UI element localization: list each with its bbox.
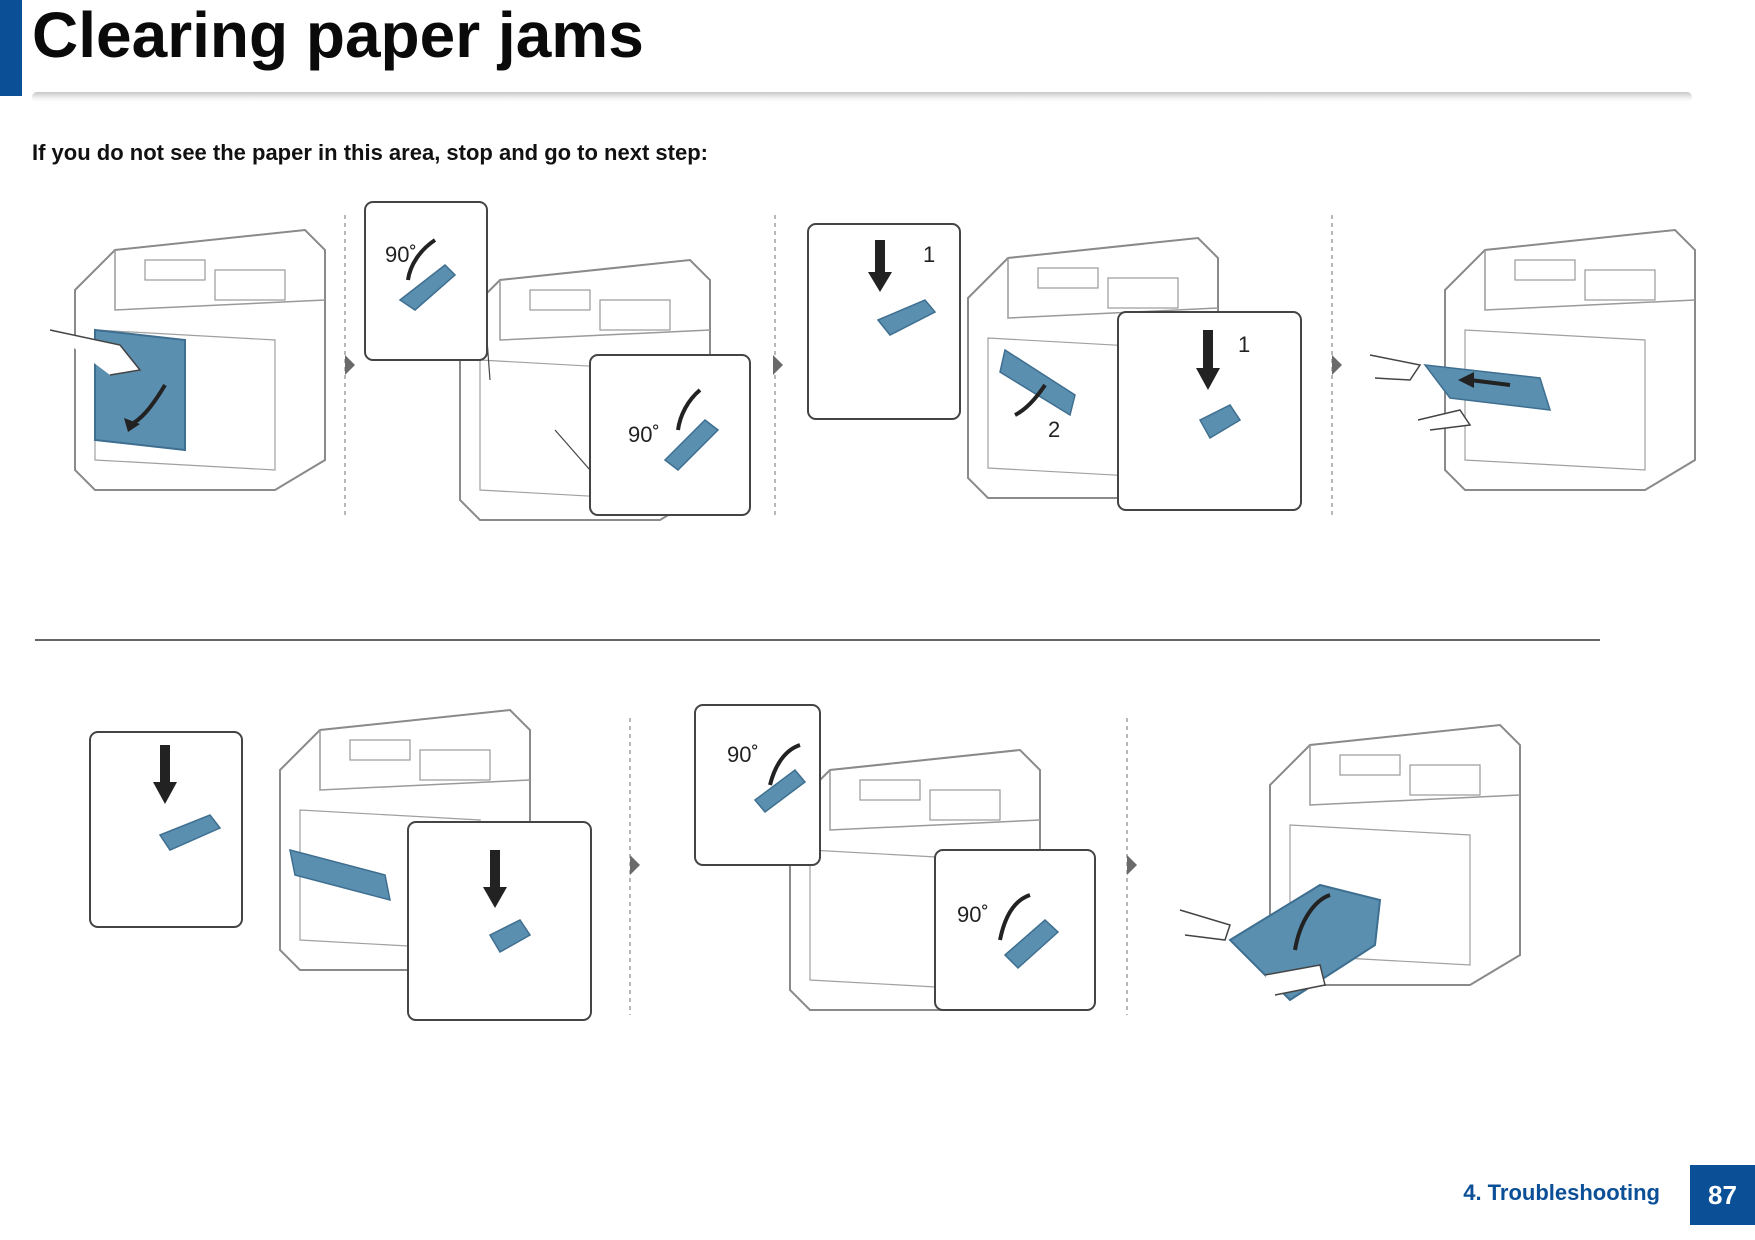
angle-label: 90˚ bbox=[957, 902, 989, 927]
illustration-raise-fuser-levers bbox=[694, 704, 1096, 1011]
illustration-close-rear-cover bbox=[1179, 724, 1521, 1002]
angle-label: 90˚ bbox=[385, 242, 417, 267]
title-divider bbox=[32, 92, 1692, 102]
title-accent-bar bbox=[0, 0, 22, 96]
next-step-arrow-icon bbox=[1332, 355, 1342, 375]
section-label: 4. Troubleshooting bbox=[1463, 1180, 1660, 1205]
next-step-arrow-icon bbox=[773, 355, 783, 375]
next-step-arrow-icon bbox=[345, 355, 355, 375]
step-number-label: 1 bbox=[1238, 332, 1250, 357]
next-step-arrow-icon bbox=[630, 855, 640, 875]
illustration-open-fuser-cover bbox=[807, 223, 1302, 511]
angle-label: 90˚ bbox=[628, 422, 660, 447]
illustration-close-fuser-cover bbox=[89, 709, 592, 1021]
step-number-label: 1 bbox=[923, 242, 935, 267]
step-number-label: 2 bbox=[1048, 417, 1060, 442]
page-title: Clearing paper jams bbox=[32, 0, 644, 71]
illustration-lower-fuser-levers bbox=[364, 201, 751, 521]
instruction-text: If you do not see the paper in this area… bbox=[32, 140, 708, 165]
illustration-open-rear-cover bbox=[49, 229, 326, 491]
page-number: 87 bbox=[1690, 1165, 1755, 1225]
illustration-pull-jammed-paper bbox=[1369, 229, 1696, 491]
angle-label: 90˚ bbox=[727, 742, 759, 767]
next-step-arrow-icon bbox=[1127, 855, 1137, 875]
